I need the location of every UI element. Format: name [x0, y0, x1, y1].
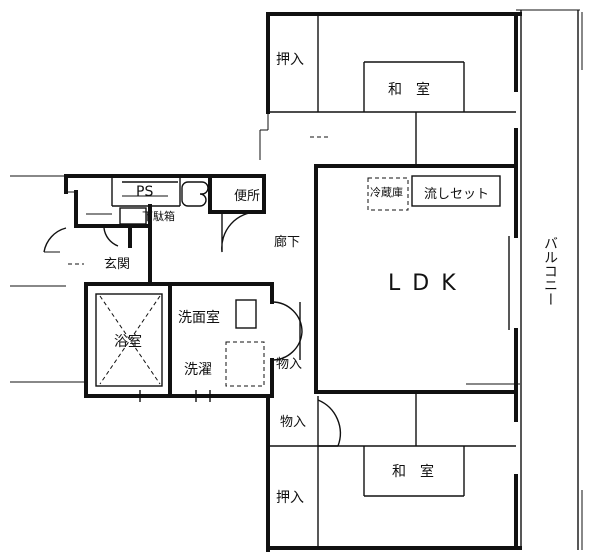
washitsu-bottom-label: 和 室: [392, 463, 434, 480]
genkan-label: 玄関: [104, 257, 130, 272]
oshiire-bottom-label: 押入: [276, 490, 304, 506]
reizouko-label: 冷蔵庫: [370, 185, 403, 199]
washitsu-top-label: 和 室: [388, 81, 430, 98]
yokushitsu-label: 浴室: [114, 333, 142, 350]
ldk-label: LDK: [388, 271, 468, 296]
benjo-label: 便所: [234, 189, 260, 204]
monoire-mid-label: 物入: [276, 357, 302, 372]
washitsu-bottom-walls: [266, 392, 522, 552]
rouka-label: 廊下: [274, 234, 300, 250]
ldk-walls: [314, 128, 520, 394]
washitsu-top-walls: [259, 12, 522, 164]
balcony: [516, 9, 583, 550]
bath-block: [10, 282, 303, 402]
nagashi-label: 流しセット: [424, 187, 489, 202]
sentaku-label: 洗濯: [184, 362, 212, 378]
senmen-label: 洗面室: [178, 309, 220, 326]
ps-label: PS: [136, 184, 153, 200]
monoire-bottom-label: 物入: [280, 415, 306, 430]
geta-label: 下駄箱: [142, 209, 175, 223]
balcony-label: バルコニー: [542, 236, 558, 306]
oshiire-top-label: 押入: [276, 52, 304, 68]
entrance-area: [10, 174, 266, 287]
